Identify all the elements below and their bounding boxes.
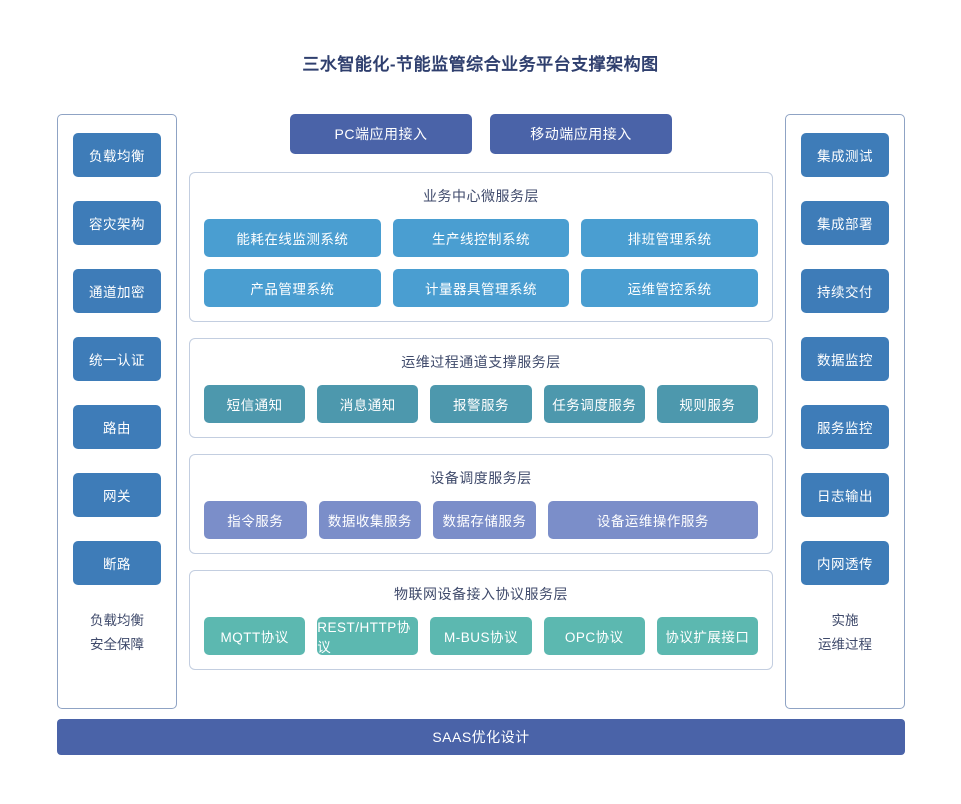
service-node-1-0-3[interactable]: 任务调度服务 [543,385,645,423]
service-node-0-0-1[interactable]: 生产线控制系统 [392,219,570,257]
service-layer-title-1: 运维过程通道支撑服务层 [401,354,561,370]
left-panel-footer: 负载均衡安全保障 [90,609,144,694]
left-panel-item-0[interactable]: 负载均衡 [73,133,161,177]
service-node-3-0-3[interactable]: OPC协议 [543,617,645,655]
left-panel-item-5[interactable]: 网关 [73,473,161,517]
service-node-2-0-2[interactable]: 数据存储服务 [433,501,536,539]
service-node-3-0-0[interactable]: MQTT协议 [204,617,306,655]
left-panel-item-4[interactable]: 路由 [73,405,161,449]
service-layers-container: 业务中心微服务层能耗在线监测系统生产线控制系统排班管理系统产品管理系统计量器具管… [189,172,773,686]
right-panel-item-0[interactable]: 集成测试 [801,133,889,177]
access-button-0[interactable]: PC端应用接入 [290,114,472,154]
service-layer-0: 业务中心微服务层能耗在线监测系统生产线控制系统排班管理系统产品管理系统计量器具管… [189,172,773,322]
right-panel-footer-line1: 实施 [831,613,859,628]
service-layer-2: 设备调度服务层指令服务数据收集服务数据存储服务设备运维操作服务 [189,454,773,554]
left-side-panel: 负载均衡容灾架构通道加密统一认证路由网关断路负载均衡安全保障 [57,114,177,710]
left-panel-item-3[interactable]: 统一认证 [73,337,161,381]
service-layer-row-2-0: 指令服务数据收集服务数据存储服务设备运维操作服务 [204,501,759,539]
service-node-3-0-1[interactable]: REST/HTTP协议 [317,617,419,655]
service-node-0-1-0[interactable]: 产品管理系统 [204,269,381,307]
service-layer-title-0: 业务中心微服务层 [423,188,539,204]
service-node-0-0-2[interactable]: 排班管理系统 [581,219,759,257]
service-node-3-0-4[interactable]: 协议扩展接口 [656,617,759,655]
service-layer-title-2: 设备调度服务层 [430,470,532,486]
left-panel-item-6[interactable]: 断路 [73,541,161,585]
right-panel-item-1[interactable]: 集成部署 [801,201,889,245]
right-panel-item-5[interactable]: 日志输出 [801,473,889,517]
left-panel-footer-line1: 负载均衡 [90,613,144,628]
page-title: 三水智能化-节能监管综合业务平台支撑架构图 [302,55,659,74]
service-node-1-0-2[interactable]: 报警服务 [430,385,532,423]
service-node-1-0-4[interactable]: 规则服务 [656,385,759,423]
diagram-main-row: 负载均衡容灾架构通道加密统一认证路由网关断路负载均衡安全保障 PC端应用接入移动… [57,114,905,710]
service-node-3-0-2[interactable]: M-BUS协议 [430,617,532,655]
service-layer-title-3: 物联网设备接入协议服务层 [394,586,568,602]
bottom-bar-saas[interactable]: SAAS优化设计 [57,719,905,756]
service-node-0-1-1[interactable]: 计量器具管理系统 [392,269,570,307]
service-node-1-0-1[interactable]: 消息通知 [317,385,419,423]
service-layer-row-3-0: MQTT协议 REST/HTTP协议 M-BUS协议 OPC协议协议扩展接口 [204,617,759,655]
right-panel-item-3[interactable]: 数据监控 [801,337,889,381]
service-layer-3: 物联网设备接入协议服务层 MQTT协议 REST/HTTP协议 M-BUS协议 OPC协… [189,570,773,670]
right-panel-item-4[interactable]: 服务监控 [801,405,889,449]
service-layer-row-0-1: 产品管理系统计量器具管理系统运维管控系统 [204,269,759,307]
service-node-2-0-3[interactable]: 设备运维操作服务 [547,501,759,539]
service-layer-row-1-0: 短信通知消息通知报警服务任务调度服务规则服务 [204,385,759,423]
service-node-0-0-0[interactable]: 能耗在线监测系统 [204,219,381,257]
service-node-1-0-0[interactable]: 短信通知 [204,385,306,423]
access-button-1[interactable]: 移动端应用接入 [490,114,672,154]
center-column: PC端应用接入移动端应用接入 业务中心微服务层能耗在线监测系统生产线控制系统排班… [189,114,773,709]
right-panel-footer: 实施运维过程 [818,609,872,694]
service-node-2-0-1[interactable]: 数据收集服务 [318,501,422,539]
service-layer-1: 运维过程通道支撑服务层短信通知消息通知报警服务任务调度服务规则服务 [189,338,773,438]
service-node-0-1-2[interactable]: 运维管控系统 [581,269,759,307]
right-panel-item-2[interactable]: 持续交付 [801,269,889,313]
right-panel-footer-line2: 运维过程 [818,636,872,652]
left-panel-footer-line2: 安全保障 [90,636,144,652]
left-panel-item-1[interactable]: 容灾架构 [73,201,161,245]
right-side-panel: 集成测试集成部署持续交付数据监控服务监控日志输出内网透传实施运维过程 [785,114,905,710]
service-node-2-0-0[interactable]: 指令服务 [204,501,307,539]
right-panel-item-6[interactable]: 内网透传 [801,541,889,585]
left-panel-item-2[interactable]: 通道加密 [73,269,161,313]
architecture-diagram: 负载均衡容灾架构通道加密统一认证路由网关断路负载均衡安全保障 PC端应用接入移动… [57,114,905,756]
application-access-row: PC端应用接入移动端应用接入 [189,114,773,154]
service-layer-row-0-0: 能耗在线监测系统生产线控制系统排班管理系统 [204,219,759,257]
